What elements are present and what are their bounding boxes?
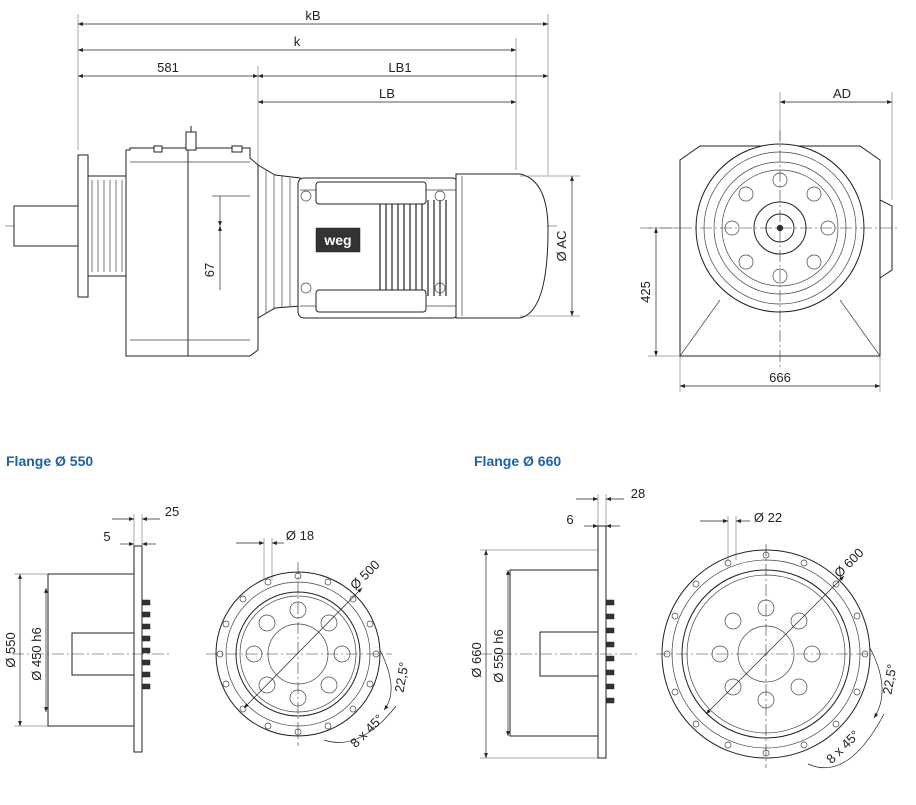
gearmotor-end-view: AD 425 666	[638, 86, 900, 392]
dim-AD: AD	[833, 86, 851, 101]
dim-666: 666	[769, 370, 791, 385]
dim-AC: Ø AC	[554, 230, 569, 261]
dim-k: k	[294, 34, 301, 49]
dim-dia500: Ø 500	[347, 557, 383, 593]
weg-logo	[315, 227, 361, 253]
dim-25: 25	[165, 504, 179, 519]
flange-550-title: Flange Ø 550	[6, 453, 93, 469]
dim-67: 67	[202, 263, 217, 277]
dim-dia600: Ø 600	[831, 545, 867, 581]
dim-dia550h6: Ø 550 h6	[491, 629, 506, 683]
gearmotor-side-view: kB k 581 LB1 LB	[5, 8, 580, 357]
dim-LB: LB	[379, 86, 395, 101]
dim-LB1: LB1	[388, 60, 411, 75]
flange-550-front-view: Ø 500 Ø 18 22,5° 8 x 45°	[206, 528, 412, 750]
dim-kB: kB	[305, 8, 320, 23]
flange-660-side-view: 28 6 Ø 660 Ø 550 h6	[469, 486, 645, 759]
flange-660-front-view: Ø 600 Ø 22 22,5° 8 x 45°	[656, 510, 900, 769]
dim-dia660: Ø 660	[469, 642, 484, 677]
dim-28: 28	[631, 486, 645, 501]
dim-holes: 8 x 45°	[347, 711, 386, 750]
dim-dia22: Ø 22	[754, 510, 782, 525]
dim-dia18: Ø 18	[286, 528, 314, 543]
dim-425: 425	[638, 281, 653, 303]
dim-6: 6	[566, 512, 573, 527]
weg-logo-text: weg	[323, 232, 351, 248]
dim-angle: 22,5°	[392, 661, 412, 694]
flange-660-title: Flange Ø 660	[474, 453, 561, 469]
output-shaft	[13, 205, 81, 247]
dim-dia550: Ø 550	[3, 632, 18, 667]
dim-dia450: Ø 450 h6	[29, 627, 44, 681]
dim-5: 5	[103, 529, 110, 544]
dim-581: 581	[157, 60, 179, 75]
flange-550-side-view: 25 5 Ø 550 Ø 450 h6	[3, 504, 179, 753]
fan-cover	[455, 173, 549, 319]
gear-housing	[125, 147, 259, 357]
dim-angle-660: 22,5°	[880, 663, 900, 696]
